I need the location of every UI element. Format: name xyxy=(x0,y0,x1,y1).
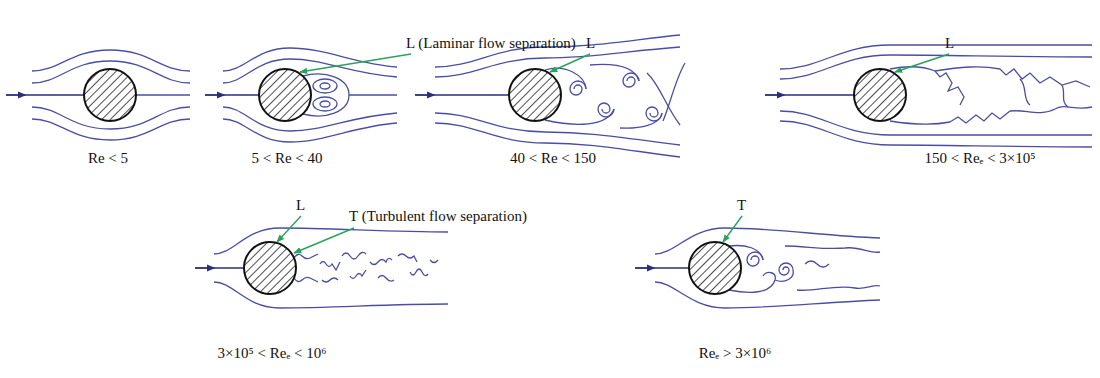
twin-vortex-streamlines xyxy=(320,83,330,89)
twin-vortex-streamlines xyxy=(205,94,221,95)
laminar-separation-wake xyxy=(780,45,1092,69)
narrow-turbulent-wake xyxy=(195,228,448,308)
creeping-flow-streamlines xyxy=(6,94,84,95)
separation-callout: T xyxy=(737,197,746,214)
narrow-turbulent-wake xyxy=(342,252,366,259)
twin-vortex-streamlines xyxy=(313,79,337,93)
turbulent-separation-wake xyxy=(655,282,880,308)
leader-arrow xyxy=(895,54,949,72)
separation-callout: L (Laminar flow separation) xyxy=(406,35,576,52)
vortex-street-streamlines xyxy=(598,103,614,117)
narrow-turbulent-wake xyxy=(370,258,392,264)
turbulent-separation-wake xyxy=(635,267,689,268)
narrow-turbulent-wake xyxy=(214,228,448,254)
laminar-separation-wake xyxy=(1062,85,1068,107)
creeping-flow-streamlines xyxy=(136,94,190,95)
leader-arrow xyxy=(277,54,949,253)
cylinder xyxy=(509,69,561,121)
creeping-flow-streamlines xyxy=(32,50,190,71)
narrow-turbulent-wake xyxy=(195,267,244,268)
turbulent-separation-wake xyxy=(797,286,880,291)
cylinder xyxy=(689,242,741,294)
vortex-street-streamlines xyxy=(623,73,639,87)
narrow-turbulent-wake xyxy=(320,262,340,271)
leader-arrow xyxy=(277,216,301,242)
twin-vortex-streamlines xyxy=(349,94,397,95)
vortex-street-streamlines xyxy=(415,35,685,157)
leader-arrow xyxy=(550,54,590,72)
cylinder xyxy=(244,242,296,294)
vortex-street-streamlines xyxy=(415,94,509,95)
narrow-turbulent-wake xyxy=(214,282,448,308)
turbulent-separation-wake xyxy=(635,267,651,268)
turbulent-separation-wake xyxy=(747,252,763,266)
twin-vortex-streamlines xyxy=(223,107,397,131)
turbulent-separation-wake xyxy=(779,263,793,275)
turbulent-separation-wake xyxy=(655,228,880,254)
laminar-separation-wake xyxy=(890,111,1010,124)
vortex-street-streamlines xyxy=(663,63,685,121)
laminar-separation-wake xyxy=(935,67,1090,87)
laminar-separation-wake xyxy=(1020,79,1030,105)
reynolds-range: 3×10⁵ < Reₑ < 10⁶ xyxy=(218,345,327,362)
narrow-turbulent-wake xyxy=(378,276,394,282)
separation-callout: L xyxy=(586,35,595,52)
separation-callout: L xyxy=(296,197,305,214)
reynolds-range: Re < 5 xyxy=(88,150,128,167)
narrow-turbulent-wake xyxy=(294,277,318,282)
twin-vortex-streamlines xyxy=(223,119,397,142)
narrow-turbulent-wake xyxy=(398,254,417,262)
vortex-street-streamlines xyxy=(646,107,662,121)
reynolds-range: 150 < Reₑ < 3×10⁵ xyxy=(924,150,1035,167)
laminar-separation-wake xyxy=(765,94,781,95)
laminar-separation-wake xyxy=(765,94,854,95)
twin-vortex-streamlines xyxy=(320,101,330,107)
leader-arrow xyxy=(300,54,411,72)
vortex-street-streamlines xyxy=(570,81,586,95)
turbulent-separation-wake xyxy=(635,228,880,308)
turbulent-separation-wake xyxy=(785,246,880,252)
leader-arrow xyxy=(294,228,354,253)
cylinder xyxy=(854,69,906,121)
twin-vortex-streamlines xyxy=(223,48,397,71)
cylinder xyxy=(259,69,311,121)
vortex-street-streamlines xyxy=(647,73,680,125)
separation-callout: L xyxy=(945,35,954,52)
laminar-separation-wake xyxy=(765,45,1092,147)
narrow-turbulent-wake xyxy=(322,278,338,282)
reynolds-range: 5 < Re < 40 xyxy=(251,150,322,167)
narrow-turbulent-wake xyxy=(350,270,366,279)
creeping-flow-streamlines xyxy=(6,94,22,95)
creeping-flow-streamlines xyxy=(6,50,190,140)
narrow-turbulent-wake xyxy=(195,267,211,268)
narrow-turbulent-wake xyxy=(294,254,318,259)
twin-vortex-streamlines xyxy=(313,97,337,111)
twin-vortex-streamlines xyxy=(205,94,259,95)
narrow-turbulent-wake xyxy=(410,269,428,276)
turbulent-separation-wake xyxy=(805,261,829,267)
vortex-street-streamlines xyxy=(415,94,431,95)
creeping-flow-streamlines xyxy=(32,119,190,140)
separation-callout: T (Turbulent flow separation) xyxy=(349,208,527,225)
twin-vortex-streamlines xyxy=(205,48,397,142)
laminar-separation-wake xyxy=(780,121,1092,147)
narrow-turbulent-wake xyxy=(430,260,438,263)
leader-arrow xyxy=(723,216,742,242)
reynolds-range: Reₑ > 3×10⁶ xyxy=(699,345,772,362)
reynolds-range: 40 < Re < 150 xyxy=(510,150,596,167)
laminar-separation-wake xyxy=(1010,107,1092,113)
cylinder xyxy=(84,69,136,121)
